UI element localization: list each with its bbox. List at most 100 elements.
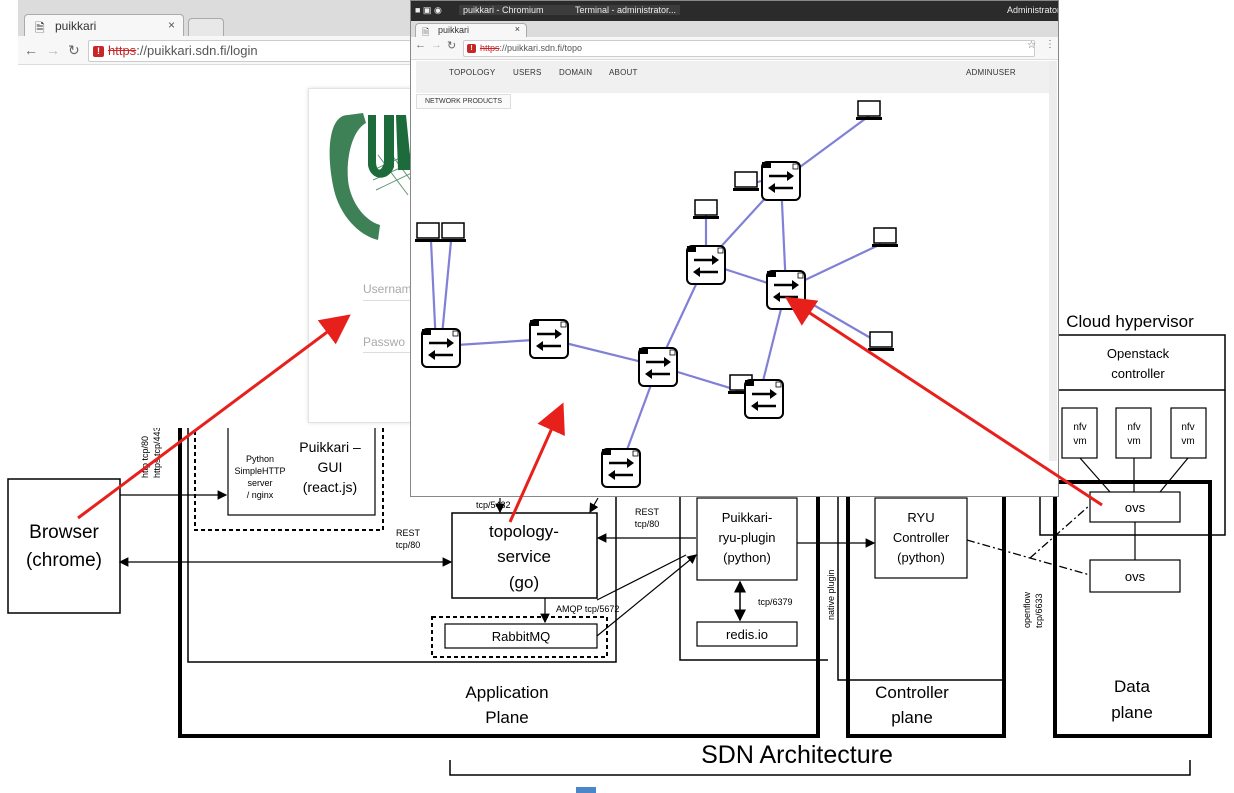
nfv2-line-1: nfv: [1127, 422, 1140, 433]
ovs-top-label: ovs: [1125, 500, 1146, 515]
nfv3-line-2: vm: [1181, 436, 1194, 447]
login-tab-title: puikkari: [55, 19, 97, 33]
slide-marker: [576, 787, 596, 793]
login-browser-window: 🗎 puikkari × ← → ↻ ! https://puikkari.sdn…: [18, 0, 419, 428]
cloud-hypervisor-title: Cloud hypervisor: [1066, 312, 1194, 331]
close-icon[interactable]: ×: [514, 24, 520, 34]
forward-icon[interactable]: →: [46, 42, 60, 58]
data-plane-frame: [1053, 480, 1212, 738]
star-icon[interactable]: ☆: [1027, 40, 1036, 51]
python-line-2: SimpleHTTP: [234, 466, 285, 476]
python-line-3: server: [247, 478, 272, 488]
data-plane-line-1: Data: [1114, 677, 1150, 696]
rabbitmq-dashed-group: [431, 616, 608, 658]
rest-left-2: tcp/80: [396, 540, 421, 550]
rest-right-2: tcp/80: [635, 519, 660, 529]
ryu-controller-box: [874, 497, 968, 579]
app-navbar: TOPOLOGY USERS DOMAIN ABOUT ADMINUSER: [416, 61, 1051, 93]
login-tab[interactable]: 🗎 puikkari ×: [24, 14, 184, 37]
back-icon[interactable]: ←: [415, 39, 426, 51]
ryu-plugin-line-1: Puikkari-: [722, 510, 773, 525]
back-icon[interactable]: ←: [24, 42, 38, 58]
menu-icon[interactable]: ■ ▣ ◉: [415, 5, 442, 15]
nfv-vm-3: [1170, 407, 1207, 459]
forward-icon[interactable]: →: [431, 39, 442, 51]
https-label: https tcp/443: [152, 426, 162, 478]
ryu-plugin-line-3: (python): [723, 550, 771, 565]
scrollbar[interactable]: [1049, 61, 1057, 461]
gui-line-2: GUI: [318, 459, 343, 475]
password-field[interactable]: Passwo: [363, 335, 406, 349]
tcp5432-label: tcp/5432: [476, 500, 511, 510]
login-url-scheme: https: [108, 43, 137, 58]
topology-line-3: (go): [509, 573, 539, 592]
native-plugin-label: native plugin: [826, 569, 836, 620]
ovs-bottom-label: ovs: [1125, 569, 1146, 584]
rest-right-1: REST: [635, 507, 660, 517]
taskbar-window-2[interactable]: Terminal - administrator...: [571, 5, 681, 15]
nav-topology[interactable]: TOPOLOGY: [449, 68, 496, 77]
ryu-controller-line-3: (python): [897, 550, 945, 565]
nav-users[interactable]: USERS: [513, 68, 542, 77]
nfv3-line-1: nfv: [1181, 422, 1194, 433]
password-underline: [363, 352, 418, 353]
redis-box: [696, 621, 798, 647]
rest-left-1: REST: [396, 528, 421, 538]
openstack-line-2: controller: [1111, 366, 1165, 381]
login-url-rest: ://puikkari.sdn.fi/login: [136, 43, 258, 58]
ryu-controller-line-1: RYU: [907, 510, 934, 525]
page-icon: 🗎: [35, 21, 45, 35]
topo-address-bar[interactable]: !https://puikkari.sdn.fi/topo: [463, 40, 1035, 57]
nfv1-line-2: vm: [1073, 436, 1086, 447]
amqp-label: AMQP tcp/5672: [556, 604, 619, 614]
nfv2-line-2: vm: [1127, 436, 1140, 447]
arrow-ovs-to-switch: [784, 296, 1103, 507]
controller-plane-line-1: Controller: [875, 683, 949, 702]
topo-tab[interactable]: 🗎 puikkari ×: [415, 23, 527, 38]
topology-service-box: [451, 512, 598, 599]
app-inner-frame: [187, 420, 617, 663]
topology-line-1: topology-: [489, 522, 559, 541]
reload-icon[interactable]: ↻: [447, 40, 457, 52]
ryu-plugin-line-2: ryu-plugin: [718, 530, 775, 545]
os-taskbar: ■ ▣ ◉ puikkari - Chromium Terminal - adm…: [411, 1, 1058, 21]
username-field[interactable]: Usernam: [363, 282, 412, 296]
taskbar-window-1[interactable]: puikkari - Chromium: [459, 5, 572, 15]
python-line-1: Python: [246, 454, 274, 464]
new-tab-button[interactable]: [188, 18, 224, 37]
menu-dots-icon[interactable]: ⋮: [1045, 39, 1055, 50]
network-products-button[interactable]: NETWORK PRODUCTS: [416, 94, 511, 109]
ryu-controller-line-2: Controller: [893, 530, 950, 545]
arrow-topology-to-graph: [508, 402, 565, 523]
nav-adminuser[interactable]: ADMINUSER: [966, 68, 1016, 77]
topo-url-rest: ://puikkari.sdn.fi/topo: [499, 43, 583, 53]
plugin-frame: [679, 495, 828, 661]
username-underline: [363, 300, 418, 301]
page-icon: 🗎: [422, 27, 430, 37]
login-address-bar[interactable]: ! https://puikkari.sdn.fi/login: [88, 40, 412, 62]
sdn-architecture-title: SDN Architecture: [701, 741, 893, 769]
close-icon[interactable]: ×: [167, 18, 175, 32]
application-plane-line-1: Application: [465, 683, 548, 702]
ryu-plugin-box: [696, 497, 798, 581]
application-plane-frame: [178, 420, 820, 738]
taskbar-user: Administrator: [1007, 5, 1059, 15]
nav-about[interactable]: ABOUT: [609, 68, 638, 77]
nfv1-line-1: nfv: [1073, 422, 1086, 433]
openflow-label-2: tcp/6633: [1034, 593, 1044, 628]
lock-broken-icon: !: [93, 46, 104, 58]
nav-domain[interactable]: DOMAIN: [559, 68, 593, 77]
python-line-4: / nginx: [247, 490, 274, 500]
tcp6379-label: tcp/6379: [758, 597, 793, 607]
ovs-top-box: [1089, 491, 1181, 523]
gui-line-3: (react.js): [303, 479, 357, 495]
gui-box: [227, 424, 376, 516]
nfv-vm-1: [1061, 407, 1098, 459]
controller-plane-line-2: plane: [891, 708, 933, 727]
ovs-bottom-box: [1089, 559, 1181, 593]
gui-line-1: Puikkari –: [299, 439, 361, 455]
topo-url-scheme: https: [480, 43, 500, 53]
sdn-bracket: [449, 760, 1191, 776]
reload-icon[interactable]: ↻: [68, 42, 80, 58]
